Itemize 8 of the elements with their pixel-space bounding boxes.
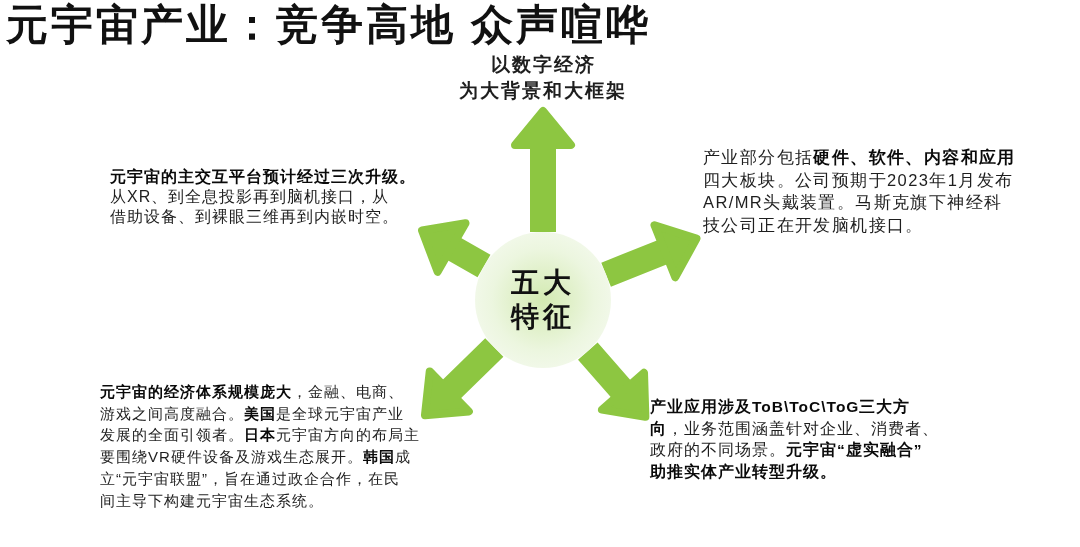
- title: 元宇宙产业：竞争高地 众声喧哗: [6, 0, 651, 50]
- arrow: [511, 107, 575, 232]
- description-text: 产业应用涉及ToB\ToC\ToG三大方向，业务范围涵盖针对企业、消费者、政府的不同场景。元宇宙“虚实融合”助推实体产业转型升级。: [650, 396, 939, 483]
- description-text: 元宇宙的经济体系规模庞大，金融、电商、游戏之间高度融合。美国是全球元宇宙产业发展的全面引领者。日本元宇宙方向的布局主要围绕VR硬件设备及游戏生态展开。韩国成立“元宇宙联盟”，旨在通过政企合作，在民间主导下构建元宇宙生态系统。: [100, 381, 420, 512]
- glow-circle: 五大特征: [475, 232, 611, 368]
- description-text: 元宇宙的主交互平台预计经过三次升级。从XR、到全息投影再到脑机接口，从借助设备、到裸眼三维再到内嵌时空。: [110, 167, 416, 227]
- description-text: 产业部分包括硬件、软件、内容和应用四大板块。公司预期于2023年1月发布AR/MR头戴装置。马斯克旗下神经科技公司正在开发脑机接口。: [703, 146, 1016, 236]
- heading-text: 以数字经济为大背景和大框架: [459, 52, 627, 104]
